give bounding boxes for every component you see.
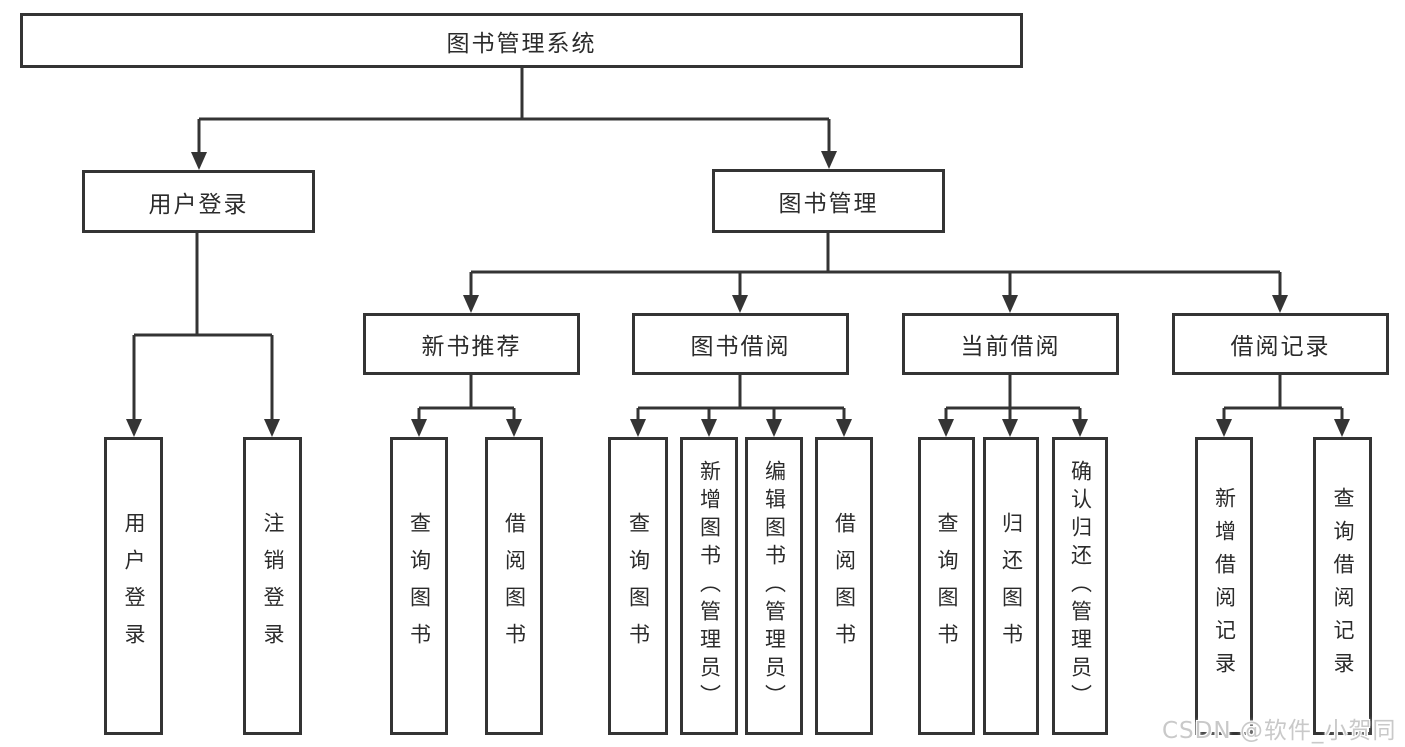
leaf-borrow-books-borrow: 借阅图书 bbox=[815, 437, 873, 735]
arrow-down bbox=[766, 419, 782, 437]
arrow-down bbox=[1272, 295, 1288, 313]
arrow-down bbox=[701, 419, 717, 437]
leaf-edit-book-admin-label: 编辑图书（管理员） bbox=[762, 460, 787, 712]
leaf-return-book-label: 归还图书 bbox=[999, 512, 1024, 660]
arrow-down bbox=[191, 152, 207, 170]
arrow-down bbox=[1334, 419, 1350, 437]
leaf-edit-book-admin: 编辑图书（管理员） bbox=[745, 437, 803, 735]
leaf-query-borrow-record: 查询借阅记录 bbox=[1313, 437, 1372, 735]
leaf-user-login-label: 用户登录 bbox=[122, 512, 146, 660]
leaf-logout: 注销登录 bbox=[243, 437, 302, 735]
leaf-borrow-books-recommend: 借阅图书 bbox=[485, 437, 543, 735]
leaf-return-book: 归还图书 bbox=[983, 437, 1039, 735]
arrow-down bbox=[463, 295, 479, 313]
arrow-down bbox=[126, 419, 142, 437]
arrow-down bbox=[1216, 419, 1232, 437]
leaf-add-borrow-record: 新增借阅记录 bbox=[1195, 437, 1253, 735]
leaf-query-borrow-record-label: 查询借阅记录 bbox=[1331, 487, 1355, 685]
connector-paths bbox=[132, 68, 1344, 420]
arrow-down bbox=[264, 419, 280, 437]
node-current-borrow-label: 当前借阅 bbox=[960, 334, 1061, 360]
csdn-watermark: CSDN @软件_小贺同学 bbox=[1162, 718, 1397, 744]
arrow-down bbox=[630, 419, 646, 437]
leaf-add-book-admin-label: 新增图书（管理员） bbox=[697, 460, 722, 712]
leaf-confirm-return-admin: 确认归还（管理员） bbox=[1052, 437, 1108, 735]
arrow-down bbox=[1002, 419, 1018, 437]
node-borrow-records-label: 借阅记录 bbox=[1230, 334, 1331, 360]
node-root-label: 图书管理系统 bbox=[446, 30, 597, 57]
node-current-borrow: 当前借阅 bbox=[902, 313, 1119, 375]
arrow-down bbox=[1002, 295, 1018, 313]
node-book-management: 图书管理 bbox=[712, 169, 945, 233]
arrow-down bbox=[506, 419, 522, 437]
leaf-add-book-admin: 新增图书（管理员） bbox=[680, 437, 738, 735]
node-book-borrow-label: 图书借阅 bbox=[690, 334, 791, 360]
leaf-user-login: 用户登录 bbox=[104, 437, 163, 735]
arrow-down bbox=[821, 151, 837, 169]
node-root: 图书管理系统 bbox=[20, 13, 1023, 68]
node-borrow-records: 借阅记录 bbox=[1172, 313, 1389, 375]
leaf-query-books-current-label: 查询图书 bbox=[935, 512, 959, 660]
arrow-down bbox=[411, 419, 427, 437]
arrow-down bbox=[1072, 419, 1088, 437]
node-new-book-recommend: 新书推荐 bbox=[363, 313, 580, 375]
leaf-add-borrow-record-label: 新增借阅记录 bbox=[1212, 487, 1237, 685]
leaf-logout-label: 注销登录 bbox=[261, 512, 285, 660]
node-new-book-recommend-label: 新书推荐 bbox=[421, 334, 522, 360]
leaf-borrow-books-borrow-label: 借阅图书 bbox=[832, 512, 857, 660]
arrow-down bbox=[836, 419, 852, 437]
leaf-borrow-books-recommend-label: 借阅图书 bbox=[502, 512, 527, 660]
leaf-confirm-return-admin-label: 确认归还（管理员） bbox=[1068, 460, 1093, 712]
node-user-login-label: 用户登录 bbox=[148, 191, 249, 218]
leaf-query-books-current: 查询图书 bbox=[918, 437, 975, 735]
node-book-management-label: 图书管理 bbox=[778, 191, 879, 217]
leaf-query-books-borrow: 查询图书 bbox=[608, 437, 668, 735]
arrow-down bbox=[732, 295, 748, 313]
arrow-down bbox=[938, 419, 954, 437]
leaf-query-books-recommend: 查询图书 bbox=[390, 437, 448, 735]
leaf-query-books-borrow-label: 查询图书 bbox=[626, 512, 651, 660]
arrowheads bbox=[126, 151, 1350, 437]
node-user-login: 用户登录 bbox=[82, 170, 315, 233]
node-book-borrow: 图书借阅 bbox=[632, 313, 849, 375]
leaf-query-books-recommend-label: 查询图书 bbox=[407, 512, 432, 660]
